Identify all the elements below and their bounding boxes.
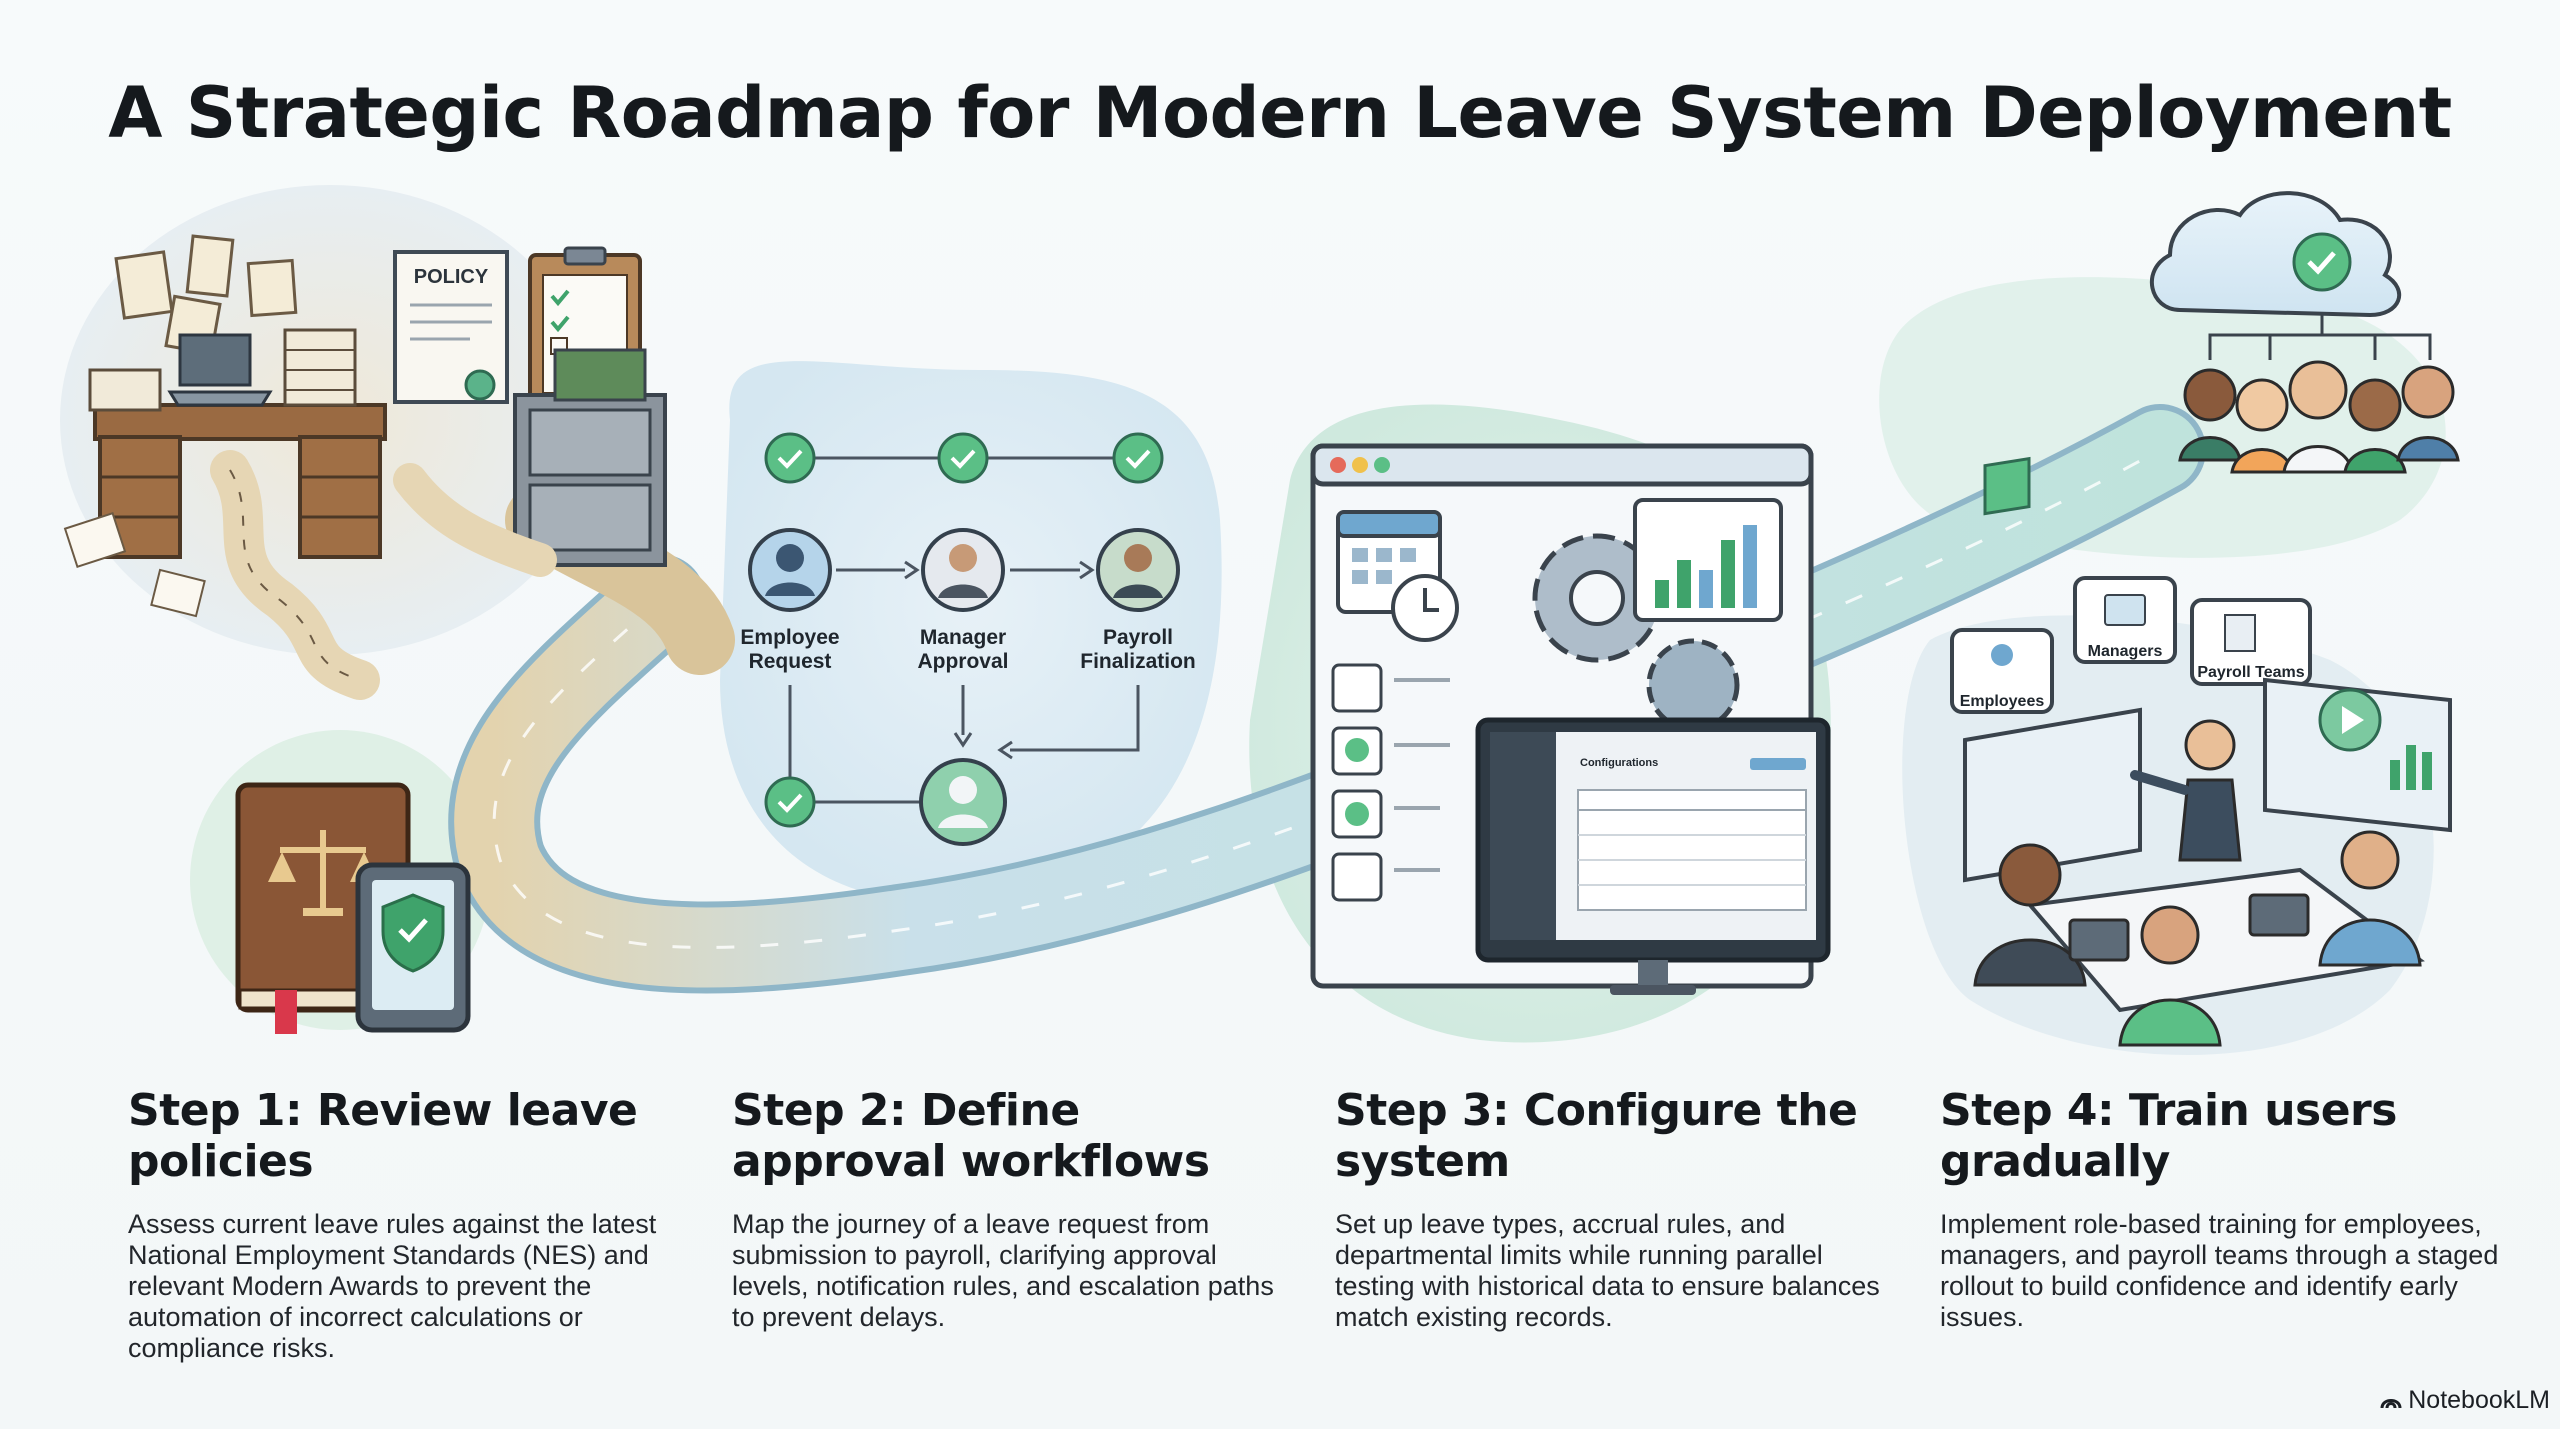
manager-approval-label-1: Manager <box>920 626 1006 649</box>
employee-request-label-1: Employee <box>740 626 839 649</box>
step-3-body: Set up leave types, accrual rules, and d… <box>1335 1209 1880 1332</box>
attendee-figure <box>1973 938 2087 987</box>
step-1-heading: Step 1: Review leave policies <box>128 1085 638 1187</box>
page-title: A Strategic Roadmap for Modern Leave Sys… <box>108 72 2452 154</box>
step-4-body: Implement role-based training for employ… <box>1940 1209 2499 1332</box>
gear-icon <box>1646 638 1740 732</box>
brand-name: NotebookLM <box>2408 1386 2550 1414</box>
manager-approval-label-2: Approval <box>917 650 1008 673</box>
policy-doc-label: POLICY <box>414 266 489 288</box>
laptop-icon <box>2068 918 2130 962</box>
attendee-figure <box>2118 998 2222 1047</box>
step-2-card: Step 2: Define approval workflows Map th… <box>732 1085 1292 1333</box>
cloud-team-illustration <box>2150 191 2460 474</box>
system-configuration-illustration: Configurations <box>1310 443 1831 995</box>
employees-bubble <box>1950 628 2054 714</box>
trainer-figure <box>2178 778 2242 862</box>
employee-request-label-2: Request <box>749 650 832 673</box>
messy-office-illustration: POLICY <box>63 234 667 700</box>
managers-bubble-label: Managers <box>2088 643 2163 660</box>
check-icon <box>937 432 989 484</box>
laptop-icon <box>2248 893 2310 937</box>
cloud-icon <box>2150 191 2402 318</box>
step-4-card: Step 4: Train users gradually Implement … <box>1940 1085 2500 1333</box>
check-icon <box>2292 232 2352 292</box>
law-book-and-tablet <box>235 782 471 1034</box>
payroll-teams-bubble-label: Payroll Teams <box>2197 664 2304 681</box>
step-4-heading: Step 4: Train users gradually <box>1940 1085 2397 1187</box>
brand-watermark: NotebookLM <box>2380 1386 2550 1415</box>
training-scene-illustration: Employees Managers Payroll Teams <box>1950 456 2452 1047</box>
step-3-heading: Step 3: Configure the system <box>1335 1085 1858 1187</box>
team-people <box>2178 360 2460 474</box>
step-1-card: Step 1: Review leave policies Assess cur… <box>128 1085 688 1364</box>
check-icon <box>1112 432 1164 484</box>
step-3-card: Step 3: Configure the system Set up leav… <box>1335 1085 1895 1333</box>
attendee-figure <box>2318 918 2422 967</box>
check-icon <box>764 432 816 484</box>
notebooklm-logo-icon <box>2380 1398 2402 1408</box>
approval-workflow-diagram: Employee Request Manager Approval Payrol… <box>740 432 1196 846</box>
check-icon <box>764 776 816 828</box>
config-screen-title: Configurations <box>1580 757 1658 769</box>
video-screen <box>2263 677 2452 833</box>
step-2-body: Map the journey of a leave request from … <box>732 1209 1274 1332</box>
presentation-screen <box>1963 707 2142 883</box>
seal-icon <box>464 369 496 401</box>
users-small-icon <box>1331 852 1383 902</box>
payroll-finalization-label-2: Finalization <box>1080 650 1196 673</box>
step-1-body: Assess current leave rules against the l… <box>128 1209 657 1363</box>
step-2-heading: Step 2: Define approval workflows <box>732 1085 1210 1187</box>
employees-bubble-label: Employees <box>1960 693 2045 710</box>
calendar-small-icon <box>1331 663 1383 713</box>
payroll-finalization-label-1: Payroll <box>1103 626 1173 649</box>
